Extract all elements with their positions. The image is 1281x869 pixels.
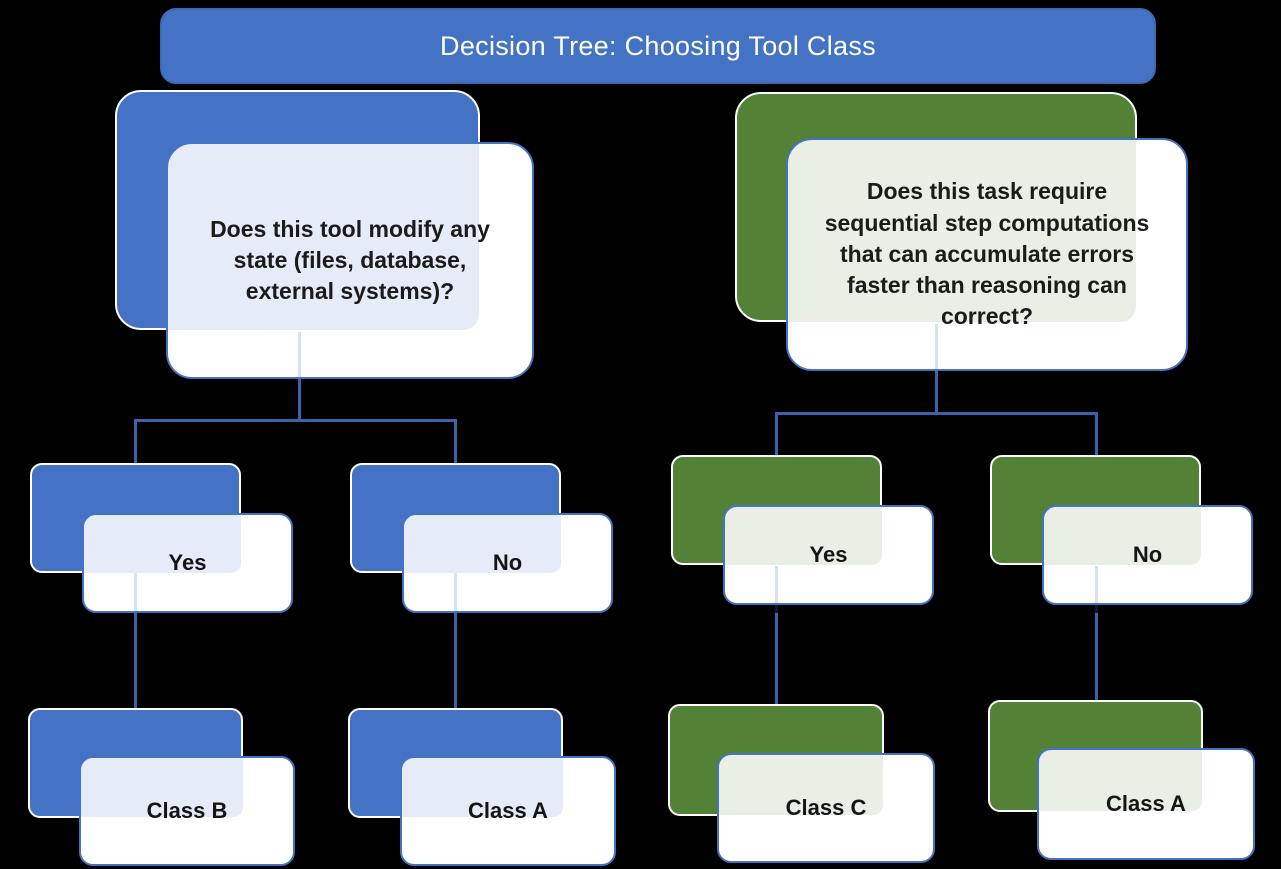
class-a-left-label: Class A xyxy=(468,798,548,823)
class-a-right-overlap-tint xyxy=(1039,750,1202,811)
right-question-text: Does this task require sequential step c… xyxy=(824,178,1150,330)
left-yes-card: Yes xyxy=(82,513,293,613)
class-b-card: Class B xyxy=(79,756,295,866)
connector-no-right-overlay xyxy=(1095,566,1098,614)
class-c-card: Class C xyxy=(717,753,935,863)
right-question-overlap-tint xyxy=(788,140,1136,322)
class-c-label: Class C xyxy=(785,795,867,820)
right-yes-label: Yes xyxy=(809,542,848,567)
left-question-text: Does this tool modify any state (files, … xyxy=(210,215,490,305)
connector-left-stem-overlay xyxy=(298,332,301,378)
class-a-right-card: Class A xyxy=(1037,748,1255,860)
connector-no-to-class-a-left xyxy=(453,611,457,709)
class-a-right-label: Class A xyxy=(1106,791,1186,816)
connector-left-branch-yes xyxy=(133,419,137,465)
left-no-label: No xyxy=(492,550,523,575)
left-yes-label: Yes xyxy=(168,550,207,575)
right-yes-card: Yes xyxy=(723,505,934,605)
connector-left-horizontal xyxy=(134,419,457,422)
connector-no-to-class-a-right xyxy=(1094,613,1098,701)
connector-right-branch-yes xyxy=(774,412,778,456)
class-c-overlap-tint xyxy=(719,755,883,815)
class-b-label: Class B xyxy=(146,798,228,823)
connector-yes-left-overlay xyxy=(134,573,137,612)
class-a-left-overlap-tint xyxy=(402,758,563,817)
right-yes-overlap-tint xyxy=(725,507,882,565)
connector-left-stem xyxy=(297,379,301,421)
left-no-overlap-tint xyxy=(404,515,561,573)
connector-yes-to-class-b xyxy=(133,611,137,709)
connector-right-horizontal xyxy=(775,412,1098,415)
right-question-card: Does this task require sequential step c… xyxy=(786,138,1188,371)
right-no-label: No xyxy=(1132,542,1163,567)
class-b-overlap-tint xyxy=(81,758,243,817)
left-yes-overlap-tint xyxy=(84,515,241,573)
connector-right-branch-no xyxy=(1094,412,1098,456)
left-question-overlap-tint xyxy=(168,144,479,330)
left-no-card: No xyxy=(402,513,613,613)
title-banner: Decision Tree: Choosing Tool Class xyxy=(160,8,1156,84)
connector-right-stem xyxy=(934,370,938,414)
right-no-overlap-tint xyxy=(1044,507,1201,565)
connector-no-left-overlay xyxy=(454,573,457,612)
class-a-left-card: Class A xyxy=(400,756,616,866)
connector-right-stem-overlay xyxy=(935,324,938,370)
diagram-title: Decision Tree: Choosing Tool Class xyxy=(440,30,876,61)
connector-yes-right-overlay xyxy=(775,566,778,614)
right-no-card: No xyxy=(1042,505,1253,605)
connector-yes-to-class-c xyxy=(774,613,778,705)
left-question-card: Does this tool modify any state (files, … xyxy=(166,142,534,379)
connector-left-branch-no xyxy=(453,419,457,465)
